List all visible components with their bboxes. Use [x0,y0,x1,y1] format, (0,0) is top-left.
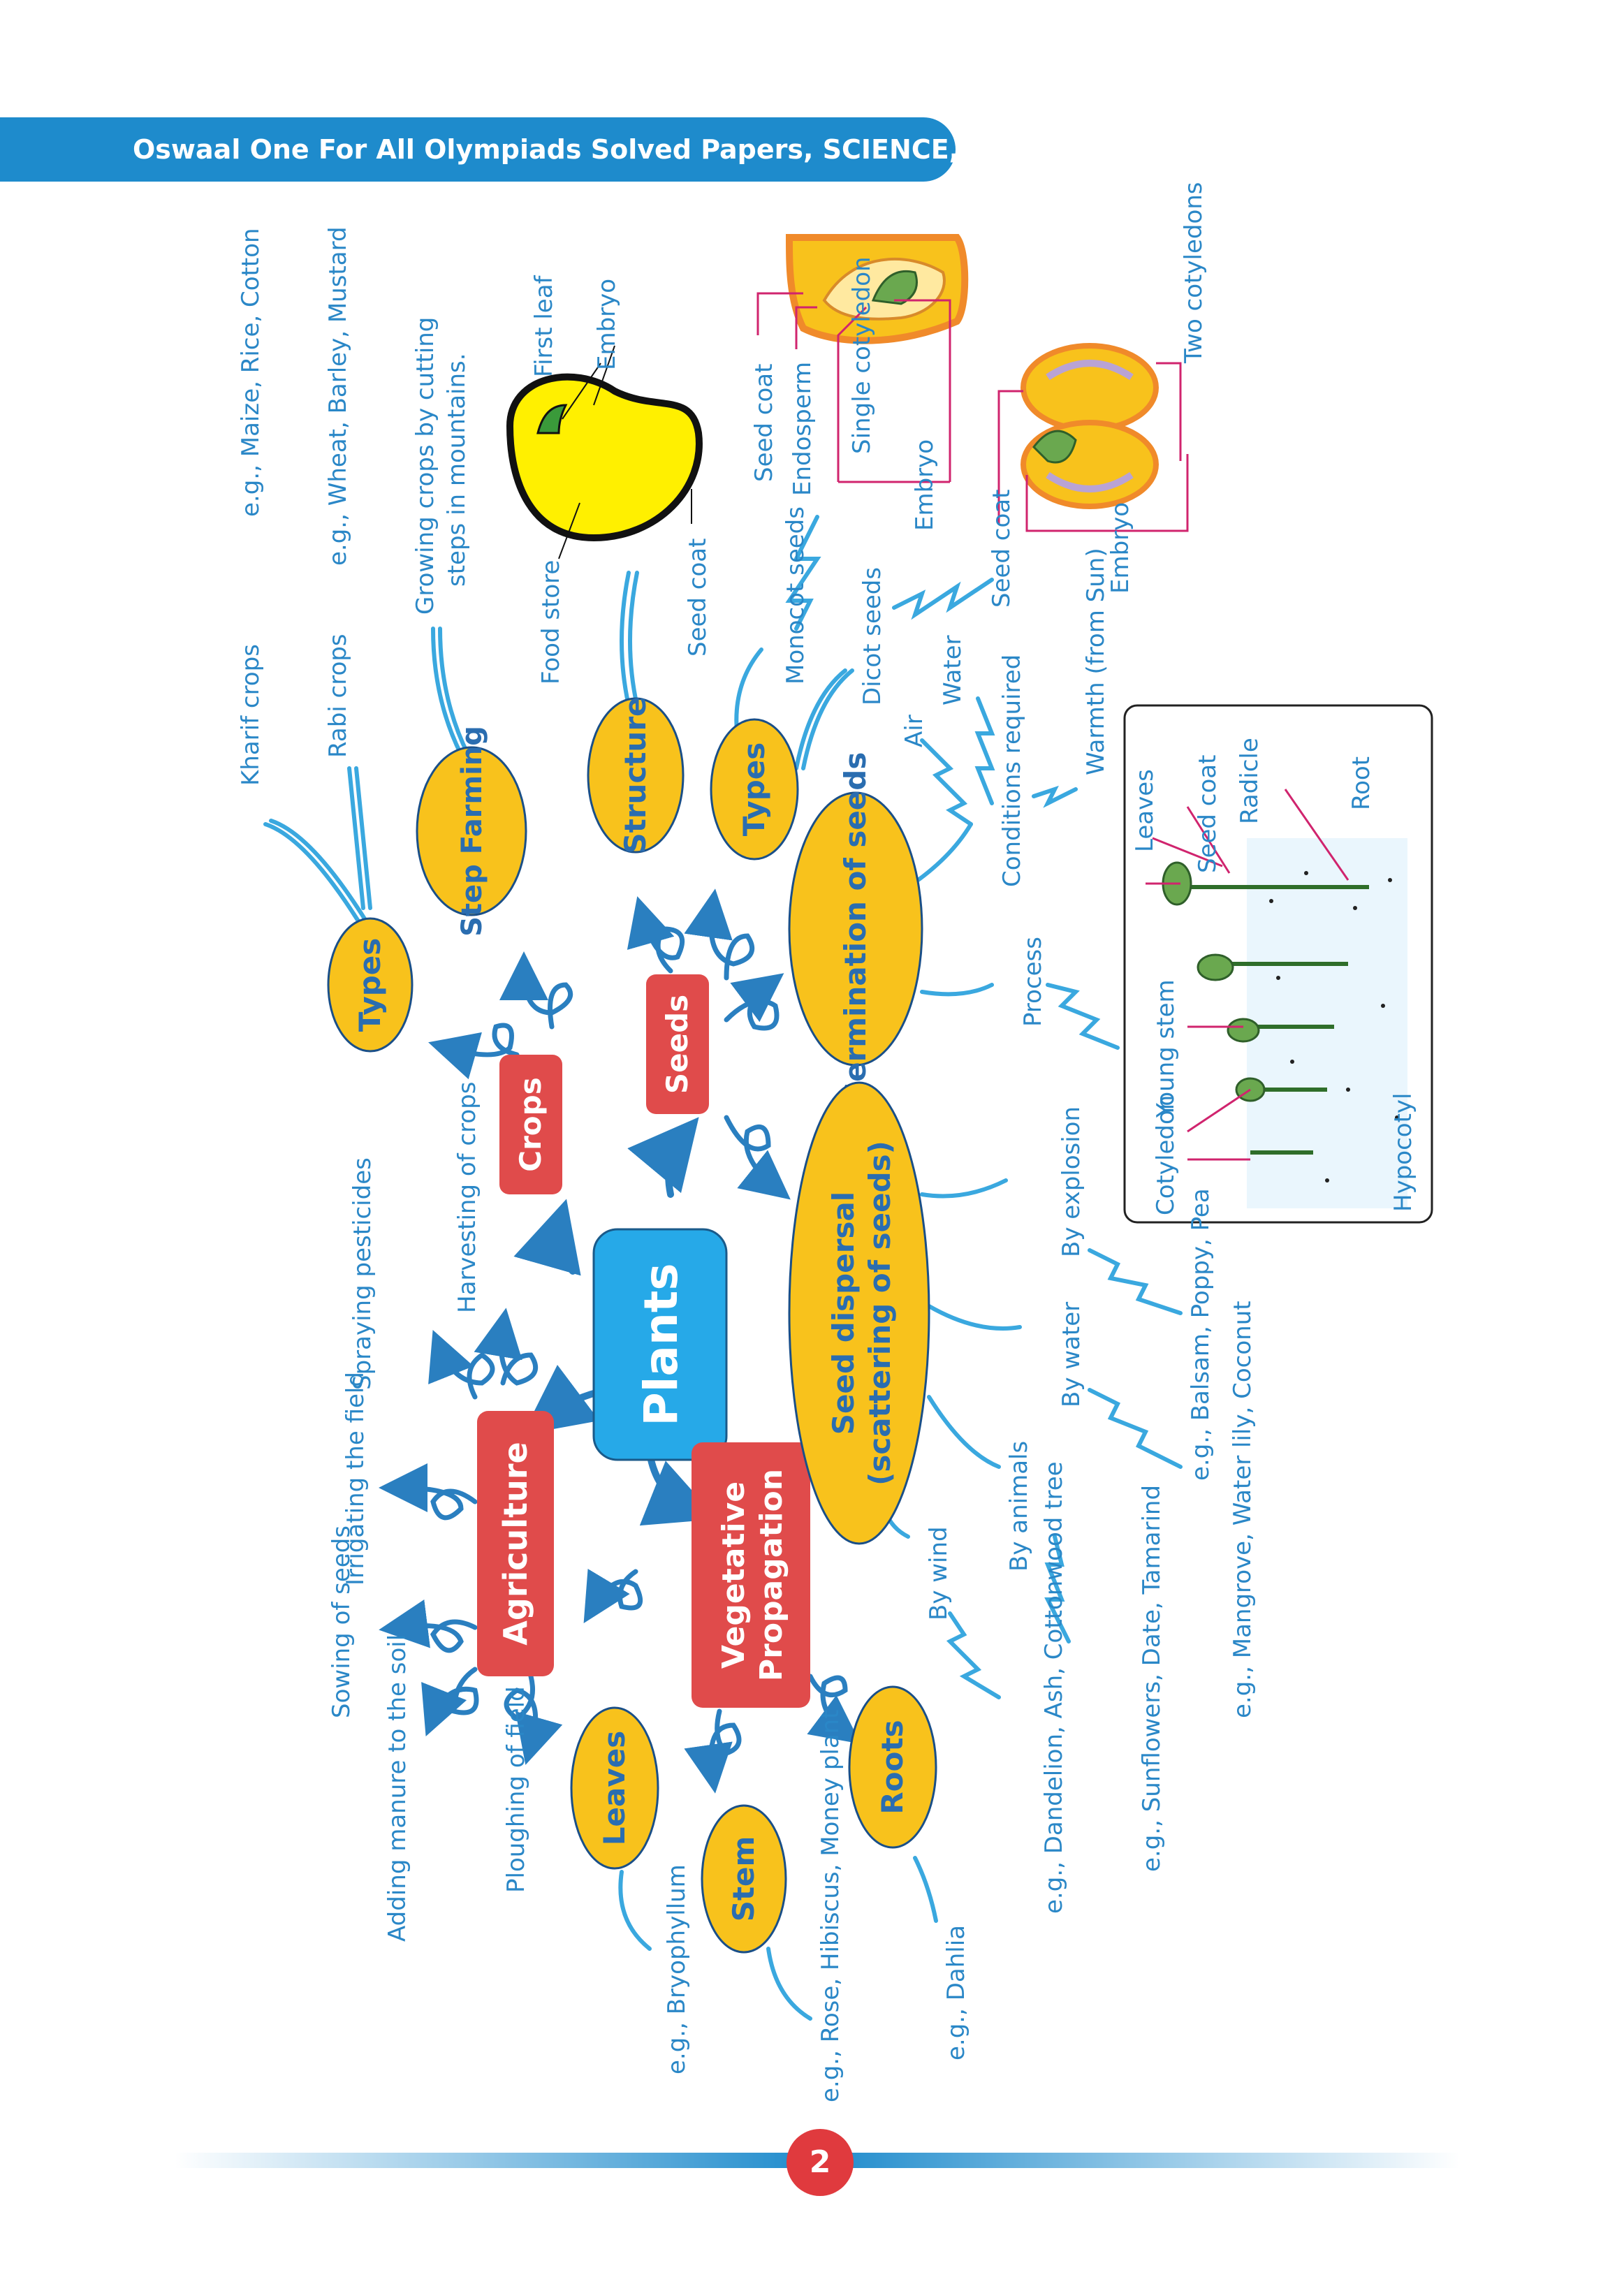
air-label: Air [900,715,928,747]
crop-types-label: Types [353,938,387,1032]
water-label: Water [939,635,967,705]
gd-radicle-label: Radicle [1236,738,1264,824]
harvesting-label: Harvesting of crops [453,1082,481,1313]
rabi-crops-example: e.g., Wheat, Barley, Mustard [324,226,352,566]
gd-cotyledon-label: Cotyledon [1152,1095,1180,1215]
gd-seed-coat-label: Seed coat [1194,755,1222,873]
germination-diagram-box [1123,704,1433,1224]
manure-label: Adding manure to the soil [383,1634,411,1942]
by-animals-label: By animals [1005,1441,1033,1572]
by-water-label: By water [1058,1302,1085,1407]
first-leaf-label: First leaf [530,274,558,377]
crops-label: Crops [513,1077,548,1171]
agriculture-label: Agriculture [497,1442,534,1645]
gd-hypocotyl-label: Hypocotyl [1389,1093,1417,1212]
seeds-label: Seeds [660,995,694,1094]
monocot-seed-coat-label: Seed coat [750,364,778,482]
structure-label: Structure [618,696,652,854]
by-explosion-example: e.g., Balsam, Poppy, Pea [1187,1188,1215,1481]
monocot-seeds-label: Monocot seeds [782,506,810,685]
node-stem: Stem [701,1804,787,1954]
irrigating-label: Irrigating the field [342,1372,370,1586]
ploughing-label: Ploughing of field [502,1686,530,1893]
node-seed-dispersal: Seed dispersal (scattering of seeds) [788,1081,930,1545]
gd-root-label: Root [1347,756,1375,810]
monocot-embryo-label: Embryo [911,439,939,531]
node-seed-types: Types [710,718,799,861]
monocot-seed-illustration [756,234,969,483]
leaves-example: e.g., Bryophyllum [663,1864,691,2074]
gd-leaves-label: Leaves [1131,769,1159,852]
spraying-label: Spraying pesticides [349,1157,376,1390]
structure-embryo-label: Embryo [593,279,621,370]
stem-example: e.g., Rose, Hibiscus, Money plant [817,1710,844,2102]
node-step-farming: Step Farming [416,726,527,937]
central-node-plants: Plants [592,1228,728,1461]
germination-label: Germination of seeds [838,752,872,1106]
single-cotyledon-label: Single cotyledon [848,256,876,454]
conditions-required-label: Conditions required [998,654,1026,887]
two-cotyledons-label: Two cotyledons [1180,182,1208,364]
central-label: Plants [634,1263,688,1426]
seed-types-label: Types [737,742,771,837]
gd-young-stem-label: Young stem [1152,979,1180,1118]
by-wind-example: e.g., Dandelion, Ash, Cottonwood tree [1040,1461,1068,1914]
vegetative-label-1: Vegetative [716,1481,752,1669]
dispersal-label-2: (scattering of seeds) [863,1141,897,1486]
kharif-crops-example: e.g., Maize, Rice, Cotton [237,228,265,517]
veg-stem-label: Stem [726,1836,761,1922]
node-crops: Crops [499,1055,562,1194]
node-crop-types: Types [327,917,414,1053]
kharif-crops-label: Kharif crops [237,644,265,786]
dicot-embryo-label: Embryo [1106,502,1134,594]
warmth-label: Warmth (from Sun) [1082,548,1110,775]
step-farming-desc-2: steps in mountains. [443,353,471,587]
rabi-crops-label: Rabi crops [324,634,352,758]
node-leaves: Leaves [570,1706,659,1870]
structure-seed-coat-label: Seed coat [684,539,712,657]
header-banner: Oswaal One For All Olympiads Solved Pape… [0,117,1076,182]
vegetative-label-2: Propagation [754,1469,789,1681]
step-farming-desc-1: Growing crops by cutting [411,317,439,615]
dicot-seed-illustration [997,343,1189,532]
by-water-example: e.g., Mangrove, Water lily, Coconut [1229,1301,1257,1718]
node-seeds: Seeds [646,974,709,1114]
page-number: 2 [787,2129,854,2196]
node-structure: Structure [587,696,685,854]
veg-leaves-label: Leaves [597,1731,631,1845]
veg-roots-label: Roots [875,1720,909,1814]
connectors [263,515,1183,2021]
dicot-seeds-label: Dicot seeds [858,567,886,705]
node-germination: Germination of seeds [788,752,923,1106]
node-roots: Roots [848,1685,937,1849]
monocot-endosperm-label: Endosperm [789,362,817,496]
dicot-seed-coat-label: Seed coat [988,490,1016,608]
roots-example: e.g., Dahlia [942,1925,970,2060]
sowing-label: Sowing of seeds [328,1525,356,1718]
food-store-label: Food store [537,560,565,685]
by-animals-example: e.g., Sunflowers, Date, Tamarind [1138,1485,1166,1872]
by-explosion-label: By explosion [1058,1106,1085,1257]
step-farming-label: Step Farming [456,726,488,937]
dispersal-label-1: Seed dispersal [826,1192,861,1435]
node-vegetative: Vegetative Propagation [692,1442,810,1708]
process-label: Process [1019,937,1047,1027]
by-wind-label: By wind [925,1526,953,1620]
node-agriculture: Agriculture [477,1411,554,1676]
header-title: Oswaal One For All Olympiads Solved Pape… [133,134,1076,165]
seed-structure-illustration [506,345,703,559]
